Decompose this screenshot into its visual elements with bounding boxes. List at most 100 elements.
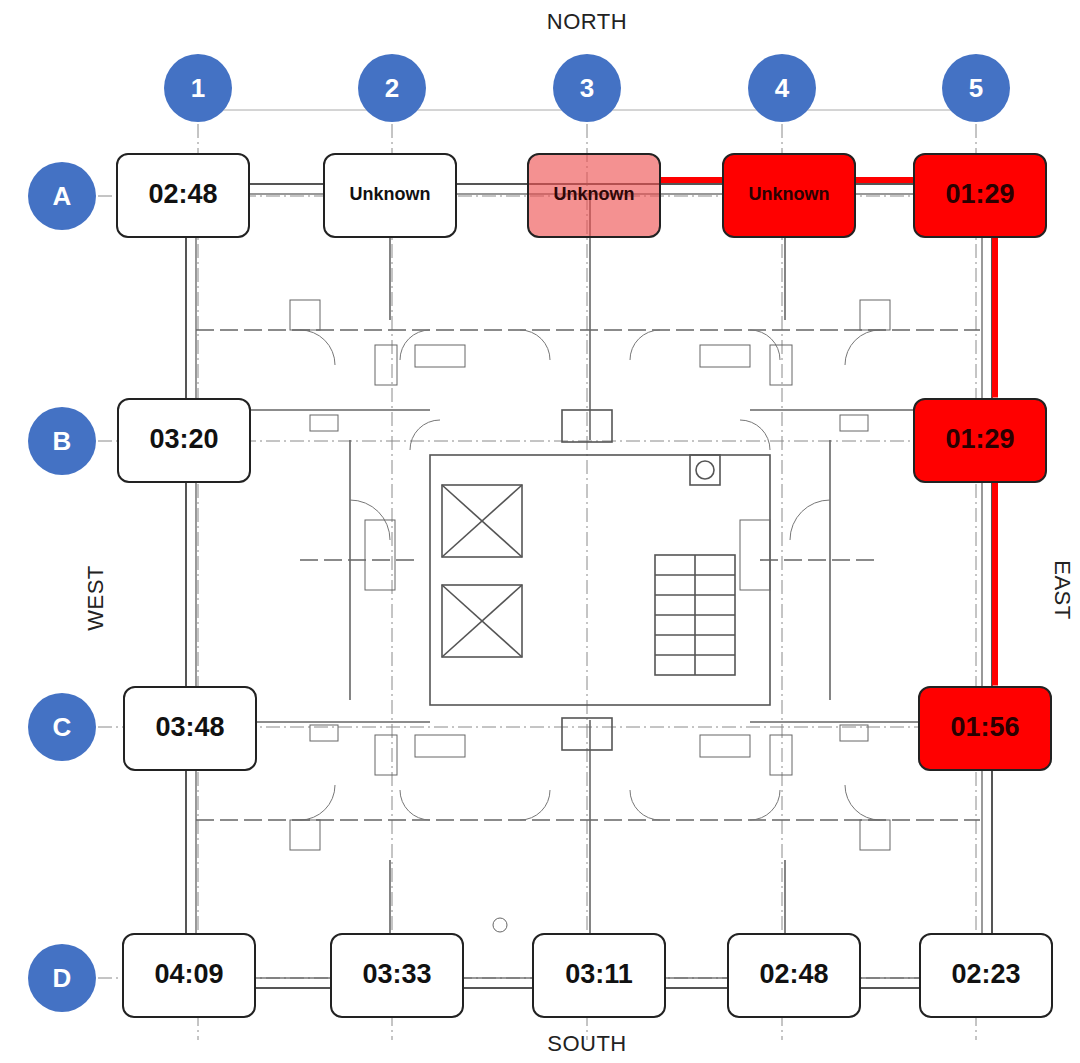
outer-walls bbox=[196, 194, 982, 978]
doors bbox=[845, 785, 880, 820]
fixtures bbox=[415, 345, 465, 367]
fixtures bbox=[700, 345, 750, 367]
time-value: 02:23 bbox=[951, 960, 1020, 990]
time-value: 02:48 bbox=[759, 960, 828, 990]
core bbox=[442, 485, 522, 557]
grid-bubble: 1 bbox=[163, 53, 233, 123]
doors bbox=[520, 790, 550, 820]
interior-walls bbox=[300, 559, 420, 561]
grid-bubble: 5 bbox=[941, 53, 1011, 123]
compass-label: WEST bbox=[83, 565, 109, 631]
route-glow bbox=[989, 238, 1001, 398]
grid-label: B bbox=[53, 427, 72, 456]
core bbox=[442, 485, 522, 557]
bubble-circle bbox=[28, 407, 96, 475]
fixtures bbox=[415, 735, 465, 757]
grid-bubble: D bbox=[27, 943, 97, 1013]
time-value: 03:11 bbox=[565, 960, 633, 990]
compass-label: EAST bbox=[1049, 560, 1075, 619]
route-glow bbox=[856, 174, 913, 186]
time-box: Unknown bbox=[722, 153, 856, 238]
grid-bubble: C bbox=[27, 692, 97, 762]
outer-walls bbox=[186, 184, 992, 988]
time-box: 01:56 bbox=[918, 686, 1052, 771]
route-glow bbox=[661, 174, 722, 186]
fixtures bbox=[770, 735, 792, 775]
core bbox=[562, 410, 612, 442]
time-box: 03:11 bbox=[532, 933, 666, 1018]
time-value: 01:29 bbox=[945, 180, 1014, 210]
time-box: 04:09 bbox=[122, 933, 256, 1018]
time-value: 02:48 bbox=[148, 180, 217, 210]
fixtures bbox=[860, 300, 890, 330]
interior-walls bbox=[196, 196, 982, 978]
bubble-circle bbox=[28, 162, 96, 230]
time-value: Unknown bbox=[749, 185, 830, 205]
interior-walls bbox=[760, 559, 880, 561]
bubble-circle bbox=[942, 54, 1010, 122]
grid-lines bbox=[198, 124, 199, 1040]
time-box: 01:29 bbox=[913, 398, 1047, 483]
core bbox=[442, 485, 522, 557]
fixtures bbox=[310, 725, 338, 741]
fixtures bbox=[290, 820, 320, 850]
doors bbox=[740, 420, 770, 450]
fixtures bbox=[770, 345, 792, 385]
bubble-circle bbox=[28, 944, 96, 1012]
doors bbox=[790, 500, 830, 540]
core bbox=[430, 455, 770, 705]
grid-lines bbox=[98, 110, 1000, 1040]
grid-lines bbox=[976, 124, 977, 1040]
route-line bbox=[856, 177, 913, 183]
bubble-circle bbox=[28, 693, 96, 761]
fixtures bbox=[375, 735, 397, 775]
fixtures bbox=[860, 820, 890, 850]
doors bbox=[630, 790, 660, 820]
fixtures bbox=[290, 300, 320, 330]
time-box: Unknown bbox=[323, 153, 457, 238]
grid-lines bbox=[587, 124, 588, 1040]
core bbox=[442, 585, 522, 657]
fixtures bbox=[840, 725, 868, 741]
fixtures bbox=[375, 345, 397, 385]
time-box: 03:33 bbox=[330, 933, 464, 1018]
interior-walls bbox=[349, 440, 351, 700]
core bbox=[442, 585, 522, 657]
grid-bubble: 4 bbox=[747, 53, 817, 123]
time-box: 03:20 bbox=[117, 398, 251, 483]
bubble-circle bbox=[164, 54, 232, 122]
route-line bbox=[992, 238, 998, 398]
fixtures bbox=[493, 918, 507, 932]
bubble-circle bbox=[748, 54, 816, 122]
core bbox=[694, 555, 696, 675]
grid-label: A bbox=[53, 182, 72, 211]
outer-walls bbox=[186, 184, 992, 988]
core bbox=[442, 585, 522, 657]
doors bbox=[845, 330, 880, 365]
route-glow bbox=[989, 483, 1001, 686]
time-box: 03:48 bbox=[123, 686, 257, 771]
grid-label: 3 bbox=[580, 74, 594, 103]
grid-lines bbox=[782, 124, 783, 1040]
fixtures bbox=[700, 735, 750, 757]
time-value: 04:09 bbox=[154, 960, 223, 990]
grid-bubble: 3 bbox=[552, 53, 622, 123]
time-value: 03:48 bbox=[155, 713, 224, 743]
time-value: 03:33 bbox=[362, 960, 431, 990]
fixtures bbox=[840, 415, 868, 431]
grid-bubble: B bbox=[27, 406, 97, 476]
time-box: 02:48 bbox=[727, 933, 861, 1018]
fixtures bbox=[365, 520, 395, 590]
grid-lines bbox=[392, 124, 393, 1040]
time-box: 02:48 bbox=[116, 153, 250, 238]
doors bbox=[300, 330, 335, 365]
time-value: 01:29 bbox=[945, 425, 1014, 455]
doors bbox=[630, 330, 660, 360]
doors bbox=[520, 330, 550, 360]
doors bbox=[750, 790, 780, 820]
core bbox=[690, 455, 720, 485]
doors bbox=[400, 790, 430, 820]
time-value: Unknown bbox=[350, 185, 431, 205]
grid-bubble: 2 bbox=[357, 53, 427, 123]
